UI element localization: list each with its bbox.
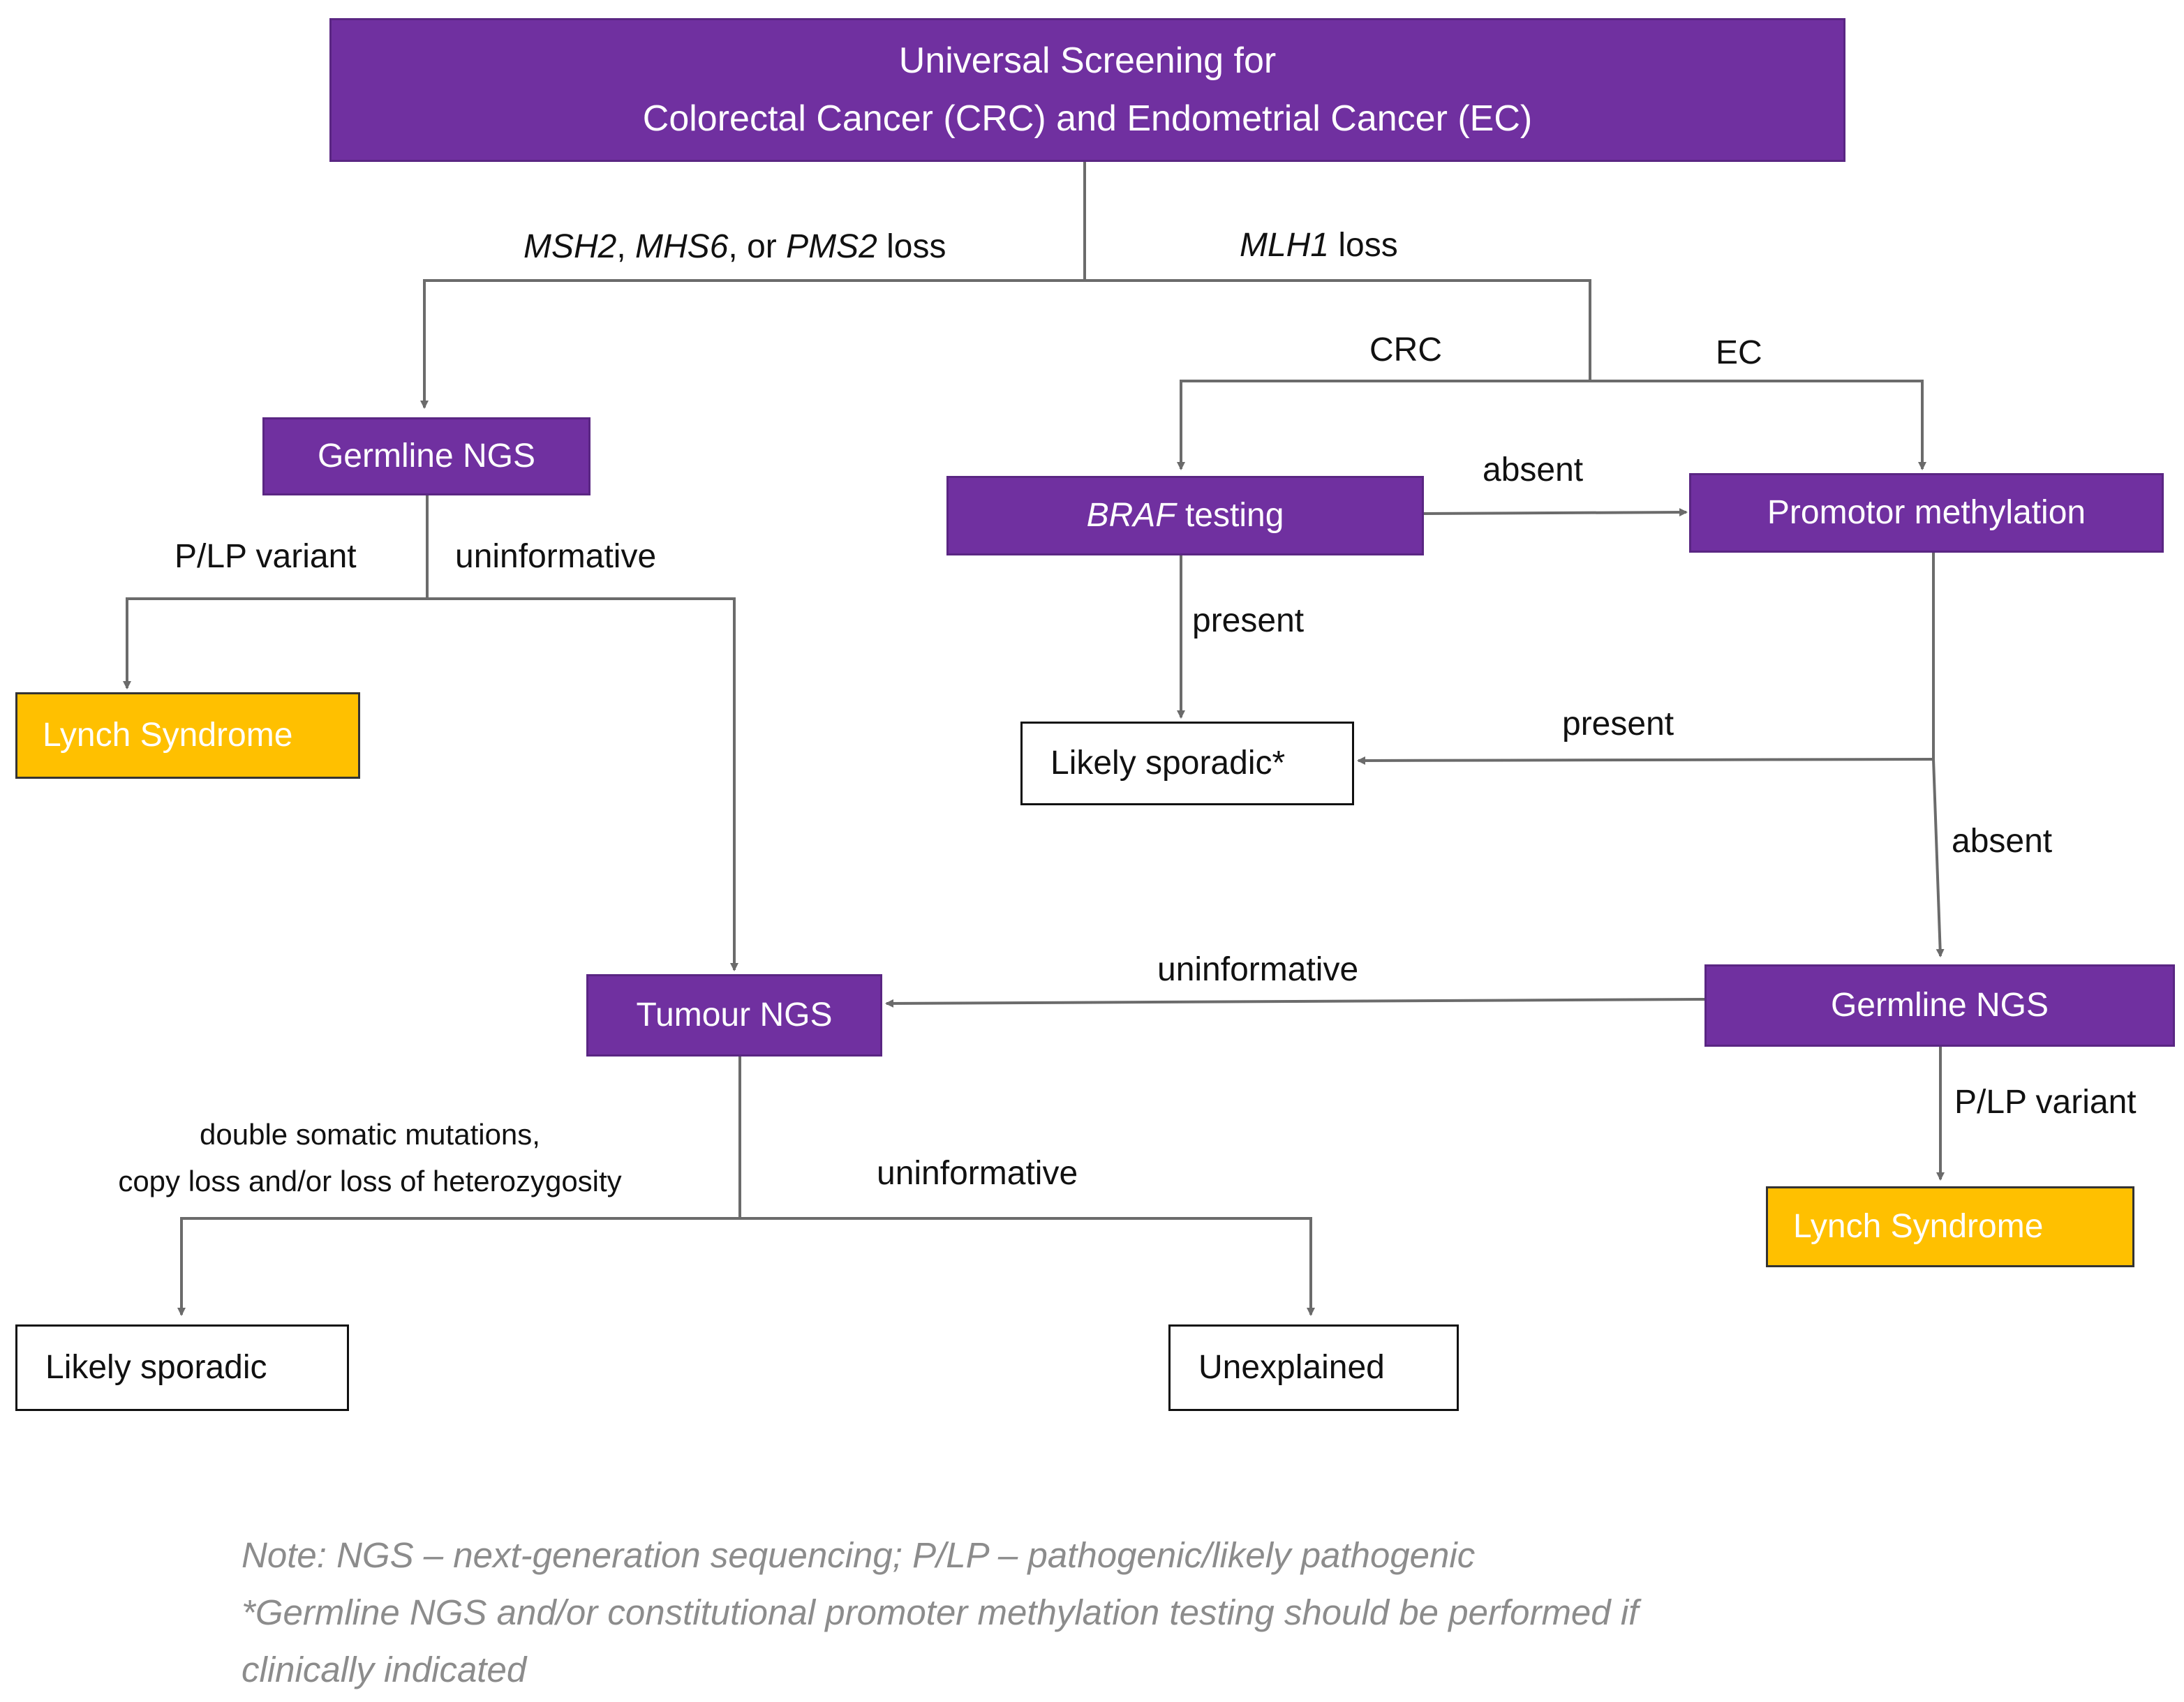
connector-uninformative-bottom <box>740 1217 1315 1316</box>
lynch-syndrome-right-label: Lynch Syndrome <box>1793 1208 2044 1245</box>
footnote-line-2: *Germline NGS and/or constitutional prom… <box>242 1592 1639 1632</box>
edge-label-uninformative-mid: uninformative <box>1157 951 1359 988</box>
edge-label-crc: CRC <box>1369 331 1442 368</box>
edge-label-absent-top: absent <box>1483 451 1584 488</box>
connector-braf-absent <box>1423 508 1688 517</box>
title-line-2: Colorectal Cancer (CRC) and Endometrial … <box>642 98 1533 139</box>
tumour-ngs-box: Tumour NGS <box>586 974 882 1057</box>
somatic-line-2: copy loss and/or loss of heterozygosity <box>118 1165 622 1198</box>
connector-ec <box>1590 380 1926 470</box>
title-box: Universal Screening for Colorectal Cance… <box>329 18 1845 162</box>
edge-label-msh2-loss: MSH2, MHS6, or PMS2 loss <box>523 227 946 266</box>
edge-label-plp-right: P/LP variant <box>1954 1084 2137 1121</box>
gene-msh2: MSH2 <box>523 228 617 265</box>
lynch-syndrome-left-label: Lynch Syndrome <box>43 717 293 754</box>
lynch-syndrome-right-box: Lynch Syndrome <box>1766 1186 2134 1267</box>
unexplained-label: Unexplained <box>1198 1349 1385 1386</box>
braf-testing-suffix: testing <box>1175 497 1284 534</box>
edge-label-uninformative-left: uninformative <box>455 538 657 575</box>
germline-ngs-left-label: Germline NGS <box>317 438 536 475</box>
likely-sporadic-label: Likely sporadic <box>45 1349 267 1386</box>
title-line-1: Universal Screening for <box>898 40 1277 81</box>
connector-uninformative-left <box>427 597 738 971</box>
connector-methyl-present <box>1357 756 1934 765</box>
braf-testing-box: BRAF testing <box>946 476 1424 555</box>
edge-label-uninformative-bottom: uninformative <box>877 1155 1078 1192</box>
lynch-syndrome-left-box: Lynch Syndrome <box>15 692 360 779</box>
edge-label-ec: EC <box>1716 334 1762 371</box>
footnote: Note: NGS – next-generation sequencing; … <box>242 1527 1986 1699</box>
connector-methyl-absent <box>1932 759 1945 957</box>
loss-text-left: loss <box>877 228 946 265</box>
connector-split-left <box>420 279 1085 409</box>
germline-ngs-right-label: Germline NGS <box>1830 987 2049 1024</box>
or-text: , or <box>728 228 787 265</box>
germline-ngs-right-box: Germline NGS <box>1704 964 2175 1047</box>
edge-label-present-methylation: present <box>1562 706 1674 742</box>
likely-sporadic-star-box: Likely sporadic* <box>1020 722 1354 805</box>
likely-sporadic-box: Likely sporadic <box>15 1324 349 1411</box>
germline-ngs-left-box: Germline NGS <box>262 417 590 495</box>
edge-label-somatic: double somatic mutations, copy loss and/… <box>67 1111 673 1204</box>
braf-gene-label: BRAF <box>1086 497 1176 534</box>
connector-somatic <box>177 1217 740 1316</box>
edge-label-mlh1-loss: MLH1 loss <box>1240 226 1398 264</box>
loss-text-right: loss <box>1329 227 1398 264</box>
likely-sporadic-star-label: Likely sporadic* <box>1050 745 1286 782</box>
gene-mlh1: MLH1 <box>1240 227 1330 264</box>
unexplained-box: Unexplained <box>1168 1324 1459 1411</box>
promotor-methylation-box: Promotor methylation <box>1689 473 2164 553</box>
edge-label-absent-right: absent <box>1952 823 2053 860</box>
connector-crc <box>1177 380 1590 470</box>
tumour-ngs-label: Tumour NGS <box>636 996 833 1033</box>
gene-mhs6: MHS6 <box>635 228 729 265</box>
edge-label-plp-left: P/LP variant <box>174 538 357 575</box>
gene-pms2: PMS2 <box>786 228 877 265</box>
footnote-line-1: Note: NGS – next-generation sequencing; … <box>242 1535 1476 1575</box>
connector-uninformative-mid <box>885 998 1705 1008</box>
edge-label-present-braf: present <box>1192 602 1305 639</box>
comma-1: , <box>616 228 636 265</box>
footnote-line-3: clinically indicated <box>242 1650 527 1689</box>
connector-split-right <box>1085 279 1591 381</box>
somatic-line-1: double somatic mutations, <box>200 1118 540 1151</box>
connector-plp-left <box>123 597 427 689</box>
promotor-methylation-label: Promotor methylation <box>1767 494 2086 531</box>
